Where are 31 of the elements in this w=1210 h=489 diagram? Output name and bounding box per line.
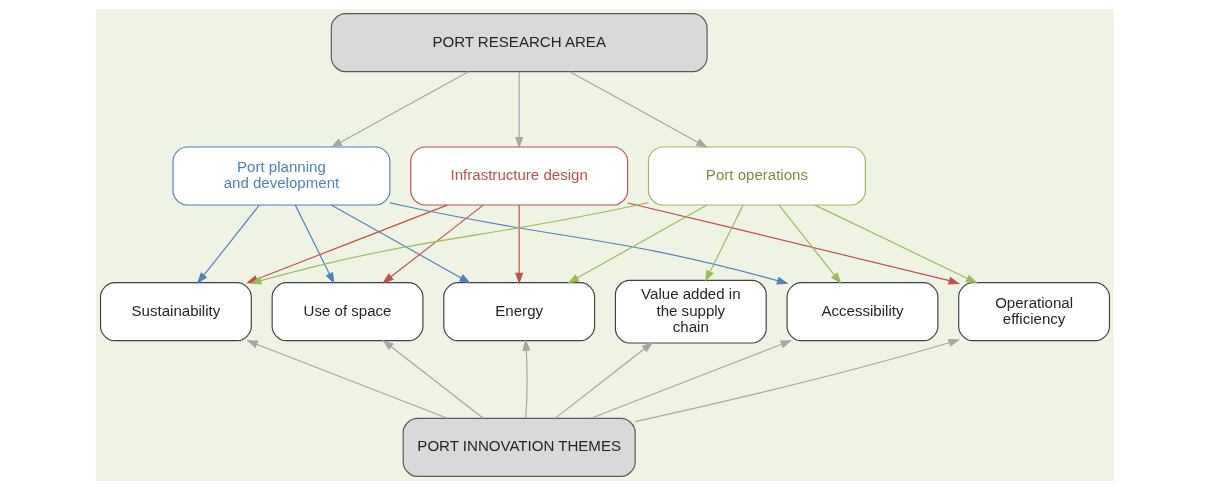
arrow — [330, 70, 470, 148]
arrow — [554, 341, 654, 419]
node-box: Port planning and development — [172, 145, 391, 206]
arrow — [382, 204, 484, 284]
arrow — [814, 204, 978, 283]
arrow — [246, 339, 448, 419]
node-box: PORT RESEARCH AREA — [330, 12, 708, 72]
arrow — [627, 201, 961, 284]
node-box: Port operations — [647, 145, 866, 206]
node-box: Infrastructure design — [410, 145, 629, 206]
arrow — [567, 204, 708, 283]
arrow — [515, 70, 524, 149]
node-box: Energy — [443, 281, 596, 341]
node-box: Operational efficiency — [958, 281, 1111, 341]
node-box: Sustainability — [99, 281, 252, 341]
arrow — [705, 204, 744, 282]
arrow — [330, 204, 471, 283]
node-box: Accessibility — [786, 281, 939, 341]
node-box: Use of space — [271, 281, 424, 341]
arrow — [389, 201, 789, 284]
arrow — [778, 204, 842, 284]
arrow — [249, 201, 649, 284]
arrow — [294, 204, 335, 284]
arrow — [522, 338, 531, 419]
arrow — [590, 339, 793, 419]
arrow — [569, 70, 708, 148]
arrow — [634, 338, 961, 422]
arrow — [515, 204, 524, 284]
node-box: PORT INNOVATION THEMES — [402, 417, 636, 477]
node-box: Value added in the supply chain — [614, 279, 767, 344]
arrow — [382, 339, 484, 419]
